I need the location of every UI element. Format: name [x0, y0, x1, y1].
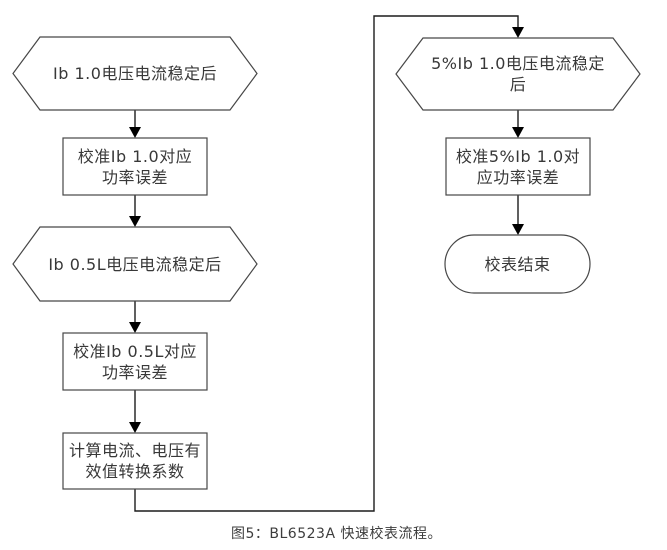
node-label-cal-5ib10: 校准5%Ib 1.0对 应功率误差	[455, 146, 581, 187]
figure-caption: 图5：BL6523A 快速校表流程。	[231, 526, 442, 542]
arrowhead-cal-ib10	[129, 127, 141, 138]
edge-calc-coeff-to-5ib10	[134, 15, 519, 512]
node-label-ib05l-stable: Ib 0.5L电压电流稳定后	[48, 254, 222, 274]
arrowhead-5ib10-top	[512, 27, 524, 38]
node-label-end: 校表结束	[484, 254, 551, 274]
node-label-cal-ib05l: 校准Ib 0.5L对应 功率误差	[73, 341, 197, 382]
node-label-cal-ib10: 校准Ib 1.0对应 功率误差	[77, 146, 193, 187]
process-shape-calc-coeff	[62, 432, 208, 490]
node-label-calc-coeff: 计算电流、电压有 效值转换系数	[68, 441, 201, 481]
process-shape-cal-ib10	[62, 137, 208, 196]
arrowhead-cal-ib05l	[129, 322, 141, 333]
hexagon-shape-5ib10-stable	[395, 37, 641, 111]
arrowhead-ib05l	[129, 216, 141, 227]
arrowhead-cal-5ib10	[512, 127, 524, 138]
terminal-shape-end	[444, 234, 591, 294]
hexagon-shape-ib05l-stable	[12, 226, 258, 302]
node-label-ib10-stable: Ib 1.0电压电流稳定后	[53, 64, 217, 83]
node-label-5ib10-stable: 5%Ib 1.0电压电流稳定 后	[431, 54, 605, 94]
process-shape-cal-5ib10	[445, 137, 591, 196]
arrowhead-calc-coeff	[129, 422, 141, 433]
process-shape-cal-ib05l	[62, 332, 208, 391]
hexagon-shape-ib10-stable	[12, 36, 258, 111]
arrowhead-end	[512, 224, 524, 235]
